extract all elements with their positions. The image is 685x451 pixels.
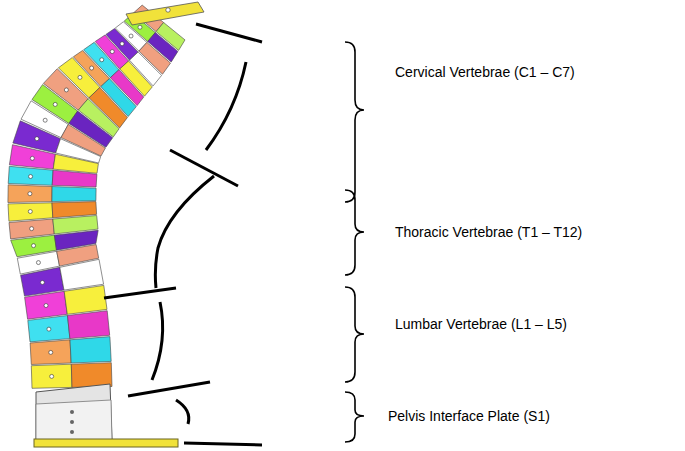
vertebra-piece (64, 285, 107, 314)
boundary-line (128, 382, 210, 396)
region-curve (155, 176, 214, 288)
joint-pin (29, 175, 33, 179)
joint-pin (129, 34, 133, 38)
joint-pin (138, 25, 142, 29)
joint-pin (40, 280, 44, 284)
joint-pin (90, 66, 94, 70)
pelvis-hole (70, 430, 74, 434)
vertebra-piece (71, 363, 112, 388)
joint-pin (32, 244, 36, 248)
vertebra-piece (70, 337, 111, 363)
joint-pin (28, 209, 32, 213)
vertebra-piece (8, 185, 52, 203)
joint-pin (44, 304, 48, 308)
brace (345, 42, 364, 202)
joint-pin (36, 261, 40, 265)
head-cap (126, 2, 204, 25)
spine-model (8, 5, 185, 388)
joint-pin (30, 227, 34, 231)
joint-pin (47, 327, 51, 331)
vertebra-piece (25, 291, 68, 319)
joint-pin (35, 137, 39, 141)
vertebra-piece (31, 364, 72, 388)
vertebra-piece (52, 202, 97, 218)
joint-pin (120, 42, 124, 46)
brace (345, 287, 364, 382)
joint-pin (49, 350, 53, 354)
joint-pin (28, 192, 32, 196)
brace (345, 392, 364, 442)
pelvis-face (36, 400, 112, 440)
vertebra-piece (52, 187, 96, 202)
leader-lines (104, 24, 262, 445)
joint-pin (50, 374, 54, 378)
braces (345, 42, 364, 442)
region-curve (176, 400, 189, 424)
joint-pin (64, 88, 68, 92)
joint-pin (110, 50, 114, 54)
pelvis-hole (70, 420, 74, 424)
joint-pin (78, 75, 82, 79)
pelvis-hole (70, 410, 74, 414)
vertebra-piece (156, 23, 185, 51)
vertebra-piece (8, 203, 53, 221)
region-curve (206, 62, 246, 150)
joint-pin (53, 102, 57, 106)
joint-pin (166, 8, 170, 12)
region-curve (152, 302, 163, 380)
region-label: Thoracic Vertebrae (T1 – T12) (395, 223, 582, 241)
vertebra-piece (8, 166, 53, 185)
boundary-line (104, 288, 176, 298)
vertebra-piece (30, 340, 71, 365)
region-label: Lumbar Vertebrae (L1 – L5) (395, 315, 567, 333)
joint-pin (100, 58, 104, 62)
region-label: Cervical Vertebrae (C1 – C7) (395, 63, 575, 81)
boundary-line (184, 443, 262, 445)
base-plate (34, 439, 178, 447)
boundary-line (196, 24, 262, 42)
boundary-line (170, 150, 238, 186)
joint-pin (30, 156, 34, 160)
brace (345, 190, 364, 275)
region-label: Pelvis Interface Plate (S1) (388, 407, 550, 425)
vertebra-piece (9, 219, 54, 239)
vertebra-piece (11, 235, 57, 257)
pelvis-block (36, 384, 112, 440)
vertebra-piece (28, 316, 70, 342)
spine-guide (52, 22, 164, 388)
vertebra-piece (53, 216, 98, 235)
vertebra-piece (68, 311, 110, 339)
joint-pin (43, 118, 47, 122)
